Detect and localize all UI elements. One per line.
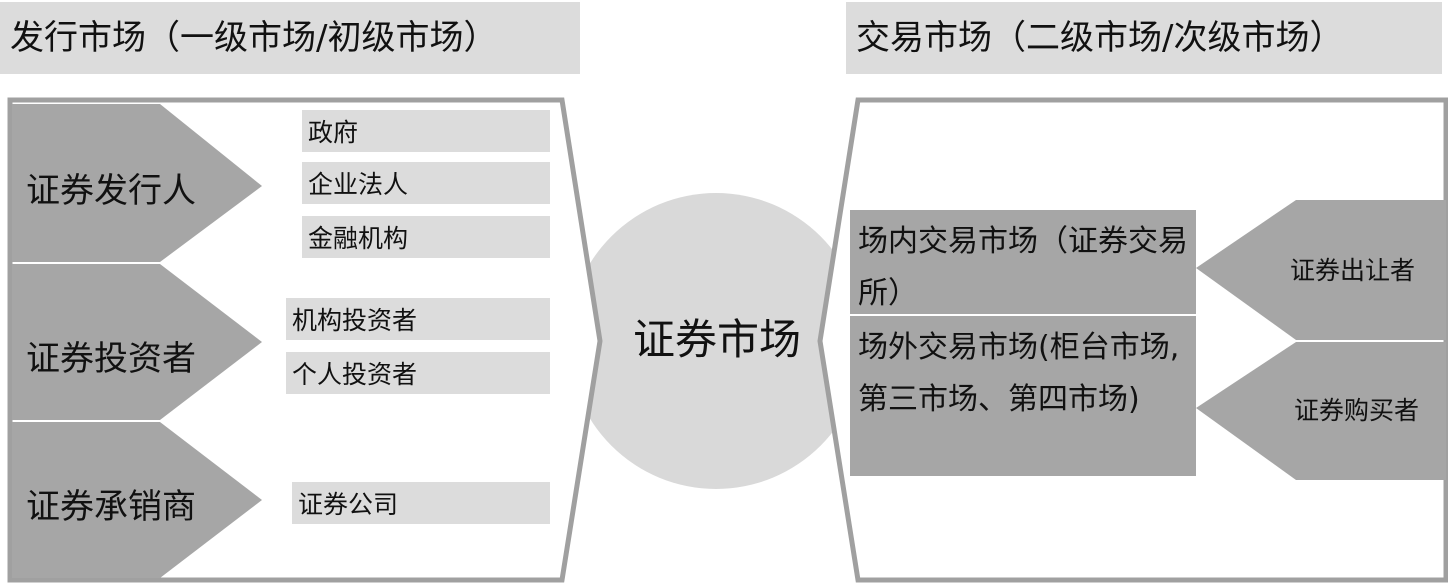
issuer-item-financial-institution: 金融机构 <box>302 216 550 258</box>
primary-market-title: 发行市场（一级市场/初级市场） <box>0 2 580 74</box>
center-circle <box>568 193 864 489</box>
venue-box-otc <box>850 316 1196 476</box>
center-label: 证券市场 <box>632 315 801 364</box>
issuer-item-enterprise: 企业法人 <box>302 162 550 204</box>
investor-item-institutional: 机构投资者 <box>286 298 550 340</box>
underwriter-item-securities-company: 证券公司 <box>292 482 550 524</box>
chevron-underwriter <box>12 422 262 578</box>
party-seller: 证券出让者 <box>1290 256 1416 285</box>
secondary-market-title: 交易市场（二级市场/次级市场） <box>846 2 1442 74</box>
venue-box-exchange <box>850 210 1196 314</box>
chevron-seller <box>1196 200 1446 340</box>
chevron-issuer <box>12 104 262 262</box>
venue-exchange: 场内交易市场（证券交易所） <box>858 224 1188 311</box>
party-buyer: 证券购买者 <box>1294 396 1420 425</box>
venue-otc: 场外交易市场(柜台市场,第三市场、第四市场) <box>858 330 1180 417</box>
issuer-item-government: 政府 <box>302 110 550 152</box>
participant-underwriter: 证券承销商 <box>26 486 196 527</box>
investor-item-individual: 个人投资者 <box>286 352 550 394</box>
participant-issuer: 证券发行人 <box>26 170 196 211</box>
chevron-buyer <box>1196 342 1446 480</box>
chevron-investor <box>12 264 262 420</box>
participant-investor: 证券投资者 <box>26 338 196 379</box>
